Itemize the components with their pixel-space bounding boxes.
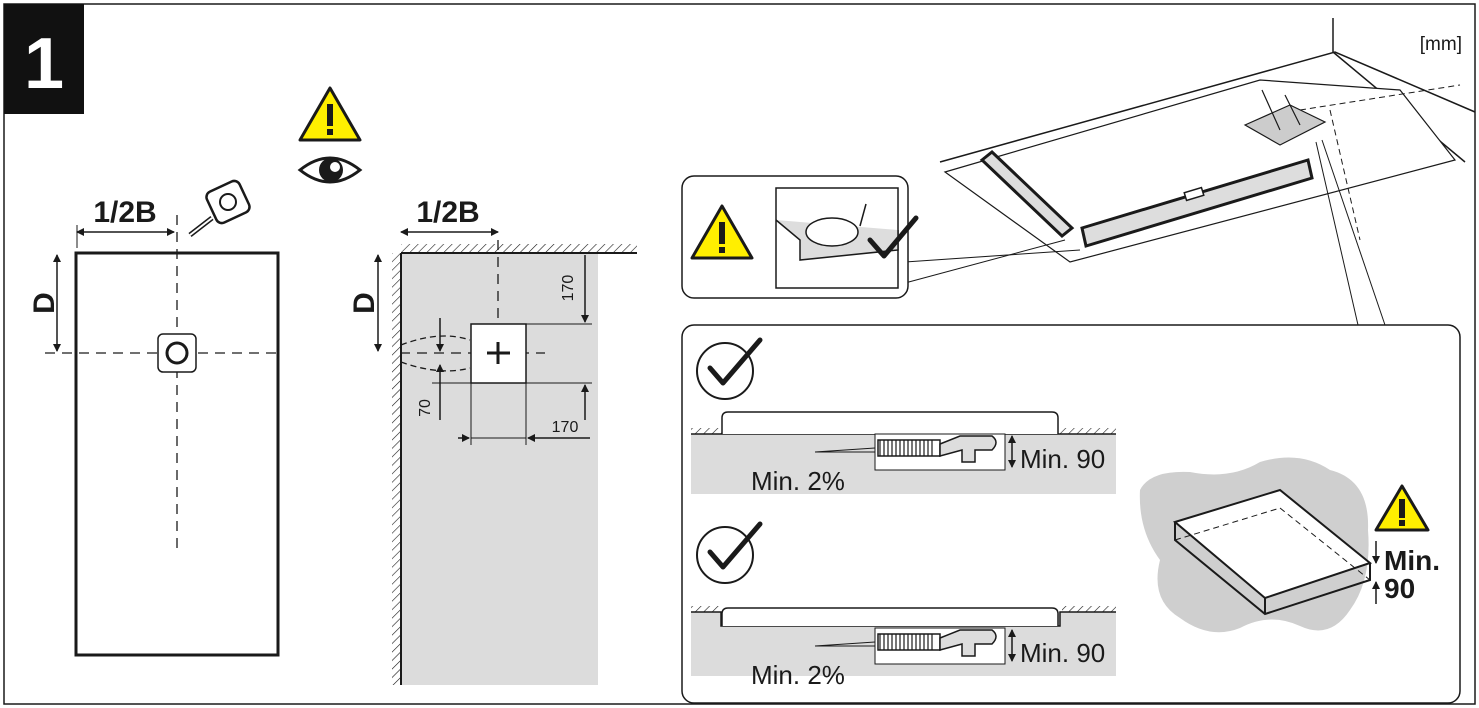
warning-icon (1374, 484, 1430, 532)
step-number: 1 (24, 24, 64, 104)
option-1-slope-label: Min. 2% (751, 466, 845, 496)
option-1: Min. 90 Min. 2% (691, 337, 1116, 496)
warning-icon (690, 204, 754, 260)
option-2-slope-label: Min. 2% (751, 660, 845, 690)
unit-label: [mm] (1420, 34, 1462, 55)
recess-illustration (1139, 457, 1373, 633)
step-badge: 1 (4, 4, 84, 114)
middle-half-width-label: 1/2B (416, 196, 479, 229)
check-circle-icon (696, 337, 763, 400)
middle-depth-label: D (348, 292, 381, 314)
left-half-width-label: 1/2B (93, 196, 156, 229)
option-1-height-label: Min. 90 (1020, 444, 1105, 474)
floor-perspective (939, 18, 1476, 263)
option-2: Min. 90 Min. 2% (691, 521, 1116, 690)
check-circle-icon (696, 521, 763, 584)
drain-outlet (157, 333, 197, 373)
dim-left-label: 70 (417, 399, 434, 417)
dim-top-label: 170 (560, 275, 577, 302)
outer-frame (3, 3, 1476, 705)
checkmark-icon (867, 215, 919, 259)
spirit-level-icon (979, 150, 1314, 248)
recess-min-label: Min. (1384, 545, 1440, 576)
recess-min-value: 90 (1384, 573, 1415, 604)
floor-area (401, 253, 598, 685)
left-depth-label: D (28, 292, 61, 314)
dim-bottom-label: 170 (552, 419, 579, 436)
warning-icon (298, 86, 362, 142)
wall-hatch (392, 253, 401, 685)
tape-measure-icon (188, 179, 251, 237)
eye-icon (297, 156, 363, 184)
option-2-height-label: Min. 90 (1020, 638, 1105, 668)
